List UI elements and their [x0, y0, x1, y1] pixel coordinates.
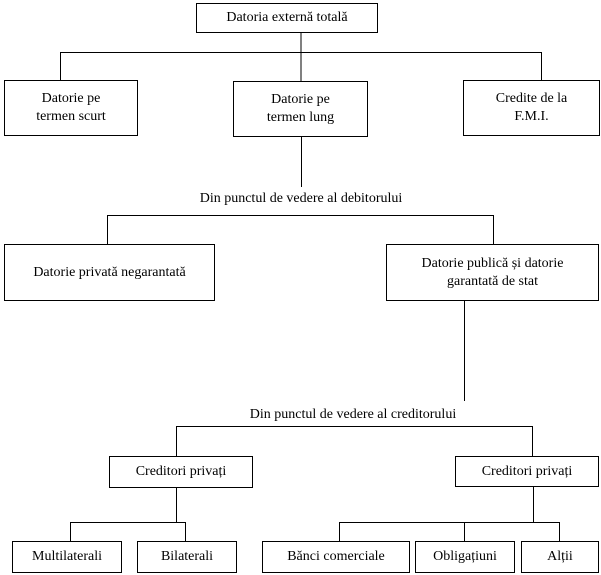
node-label: F.M.I. — [514, 109, 549, 124]
node-creditors-left: Creditori privați — [109, 456, 253, 488]
node-label: Alții — [547, 549, 573, 564]
node-label: Datorie privată negarantată — [33, 264, 186, 280]
creditor-perspective-label: Din punctul de vedere al creditorului — [249, 407, 457, 423]
node-commercial-banks: Bănci comerciale — [262, 541, 410, 573]
node-bonds: Obligațiuni — [415, 541, 515, 573]
node-long-term-debt: Datorie pe termen lung — [233, 81, 368, 137]
node-label: Datorie pe — [271, 92, 330, 107]
node-label: Datoria externă totală — [226, 10, 348, 25]
node-label: Datorie pe — [41, 91, 101, 106]
node-bilateral: Bilaterali — [137, 541, 237, 573]
node-label: Datorie publică și datorie — [421, 255, 564, 271]
node-label: Bilaterali — [160, 549, 214, 564]
node-short-term-debt: Datorie pe termen scurt — [4, 80, 138, 136]
node-label: Bănci comerciale — [287, 549, 385, 564]
node-label: termen scurt — [36, 109, 106, 124]
node-private-nonguaranteed-debt: Datorie privată negarantată — [4, 244, 215, 301]
node-creditors-right: Creditori privați — [455, 456, 599, 487]
node-label: Creditori privați — [135, 464, 227, 479]
debtor-perspective-label: Din punctul de vedere al debitorului — [199, 191, 403, 207]
node-total-external-debt: Datoria externă totală — [196, 3, 378, 33]
node-label: termen lung — [266, 110, 335, 125]
node-imf-credits: Credite de la F.M.I. — [463, 80, 600, 136]
node-label: Creditori privați — [481, 463, 573, 479]
node-others: Alții — [521, 541, 599, 573]
node-label: Obligațiuni — [433, 549, 497, 564]
node-label: garantată de stat — [447, 273, 538, 289]
node-label: Credite de la — [495, 91, 568, 106]
node-multilateral: Multilaterali — [12, 541, 122, 573]
node-label: Multilaterali — [32, 549, 102, 564]
node-public-guaranteed-debt: Datorie publică și datorie garantată de s… — [386, 244, 599, 301]
